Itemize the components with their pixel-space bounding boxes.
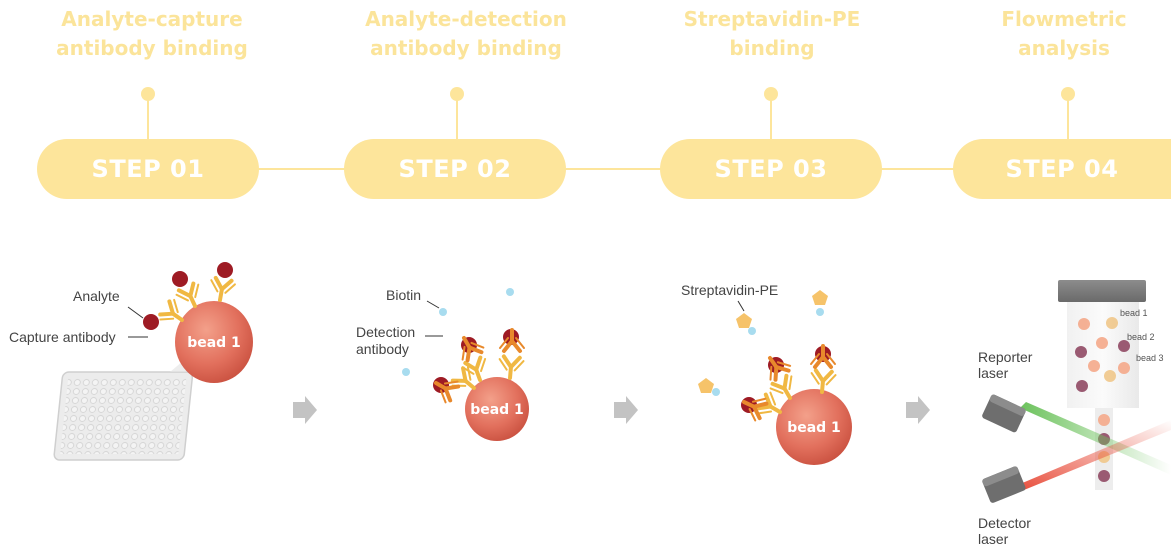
bead-icon xyxy=(1104,370,1116,382)
step-1-dot xyxy=(141,87,155,101)
panel-2: bead 1 Biotin Detection antibody xyxy=(356,287,529,441)
bead-icon xyxy=(1076,380,1088,392)
biotin-icon xyxy=(506,288,514,296)
bead-icon xyxy=(1118,340,1130,352)
arrow-right-icon xyxy=(293,396,317,424)
streptavidin-pe-icon xyxy=(812,290,828,305)
analyte-leader xyxy=(127,306,144,319)
step-4-title: Flowmetric analysis xyxy=(944,5,1171,63)
biotin-icon xyxy=(748,327,756,335)
detector-laser-label-line1: Detector xyxy=(978,515,1031,531)
timeline-connector xyxy=(250,168,1030,170)
biotin-icon xyxy=(816,308,824,316)
streptavidin-pe-leader xyxy=(737,300,745,312)
detection-antibody-icon xyxy=(809,344,837,369)
reporter-laser-label-line2: laser xyxy=(978,365,1009,381)
panel-1: bead 1 Analyte Capture antibody xyxy=(9,262,253,461)
step-2-stem xyxy=(456,93,458,139)
reporter-laser-beam xyxy=(1020,402,1171,475)
streptavidin-pe-icon xyxy=(698,378,714,393)
biotin-label: Biotin xyxy=(386,287,421,303)
step-3-title-line1: Streptavidin-PE xyxy=(683,7,861,31)
bead-1 xyxy=(776,389,852,465)
capture-antibody-icon xyxy=(206,275,238,305)
bead-icon xyxy=(1078,318,1090,330)
bead-1 xyxy=(465,377,529,441)
bead-3-label: bead 3 xyxy=(1136,353,1164,363)
step-4-pill-label: STEP 04 xyxy=(1005,155,1119,183)
detection-antibody-label-line2: antibody xyxy=(356,341,409,357)
step-3-dot xyxy=(764,87,778,101)
streptavidin-pe-label: Streptavidin-PE xyxy=(681,282,778,298)
detector-laser-beam xyxy=(1020,420,1171,490)
step-3-stem xyxy=(770,93,772,139)
step-3-pill: STEP 03 xyxy=(660,139,882,199)
step-4-stem xyxy=(1067,93,1069,139)
step-3-title: Streptavidin-PE binding xyxy=(652,5,892,63)
step-2-title-line1: Analyte-detection xyxy=(365,7,567,31)
reporter-laser-label-line1: Reporter xyxy=(978,349,1033,365)
step-2-title-line2: antibody binding xyxy=(370,36,562,60)
step-3-pill-label: STEP 03 xyxy=(714,155,828,183)
analyte-icon xyxy=(143,314,159,330)
step-1-title-line2: antibody binding xyxy=(56,36,248,60)
bead-1-label: bead 1 xyxy=(187,335,241,351)
arrow-right-icon xyxy=(906,396,930,424)
step-4-title-line1: Flowmetric xyxy=(1001,7,1127,31)
bead-1 xyxy=(175,301,253,383)
bead-1-label: bead 1 xyxy=(470,402,524,418)
step-2-dot xyxy=(450,87,464,101)
bead-icon xyxy=(1106,317,1118,329)
panel-3: bead 1 Streptavidin-PE xyxy=(681,282,852,465)
step-4-title-line2: analysis xyxy=(1018,36,1110,60)
flow-cell-cap xyxy=(1058,280,1146,302)
bead-1-label: bead 1 xyxy=(1120,308,1148,318)
biotin-icon xyxy=(439,308,447,316)
bead-1-label: bead 1 xyxy=(787,420,841,436)
step-2-pill: STEP 02 xyxy=(344,139,566,199)
step-1-title-line1: Analyte-capture xyxy=(61,7,243,31)
bead-2-label: bead 2 xyxy=(1127,332,1155,342)
biotin-icon xyxy=(402,368,410,376)
bead-icon xyxy=(1098,470,1110,482)
panel-4: bead 1 bead 2 bead 3 Reporter laser Dete… xyxy=(978,280,1171,547)
step-1-pill-label: STEP 01 xyxy=(91,155,205,183)
detector-laser-icon xyxy=(982,466,1026,503)
detection-antibody-label-line1: Detection xyxy=(356,324,415,340)
step-2-title: Analyte-detection antibody binding xyxy=(346,5,586,63)
analyte-label: Analyte xyxy=(73,288,120,304)
microplate-icon xyxy=(53,371,194,461)
bead-icon xyxy=(1075,346,1087,358)
capture-antibody-icon xyxy=(496,354,526,382)
step-1-stem xyxy=(147,93,149,139)
streptavidin-pe-icon xyxy=(736,313,752,328)
analyte-icon xyxy=(217,262,233,278)
bead-icon xyxy=(1118,362,1130,374)
capture-antibody-label: Capture antibody xyxy=(9,329,116,345)
detection-antibody-icon xyxy=(498,328,526,353)
detector-laser-label-line2: laser xyxy=(978,531,1009,547)
step-4-dot xyxy=(1061,87,1075,101)
step-1-title: Analyte-capture antibody binding xyxy=(32,5,272,63)
bead-icon xyxy=(1098,414,1110,426)
step-1-pill: STEP 01 xyxy=(37,139,259,199)
analyte-icon xyxy=(172,271,188,287)
biotin-leader xyxy=(426,300,440,309)
step-3-title-line2: binding xyxy=(729,36,815,60)
step-4-pill: STEP 04 xyxy=(953,139,1171,199)
biotin-icon xyxy=(712,388,720,396)
bead-icon xyxy=(1088,360,1100,372)
arrow-right-icon xyxy=(614,396,638,424)
bead-icon xyxy=(1096,337,1108,349)
reporter-laser-icon xyxy=(982,394,1026,433)
step-2-pill-label: STEP 02 xyxy=(398,155,512,183)
